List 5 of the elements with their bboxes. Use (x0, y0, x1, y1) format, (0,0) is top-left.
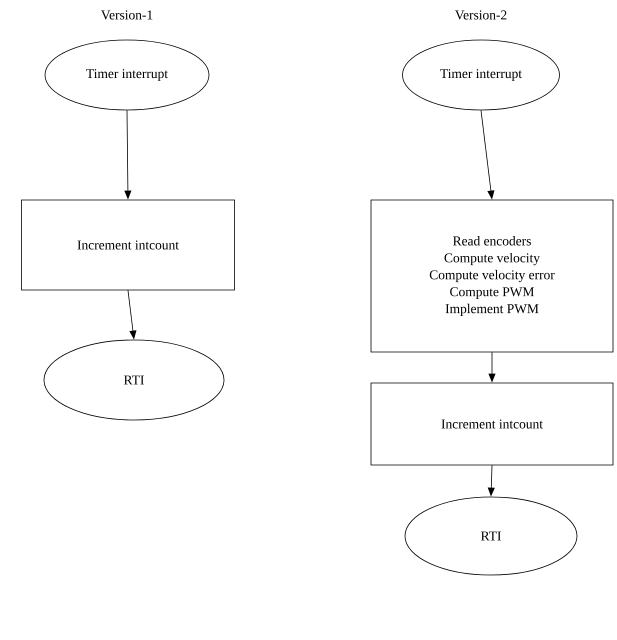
process-box: Increment intcount (21, 200, 235, 290)
process-box: Increment intcount (370, 382, 614, 466)
column-heading: Version-2 (455, 10, 506, 20)
column-heading: Version-1 (101, 10, 152, 20)
process-box: Read encoders Compute velocity Compute velocity error Compute PWM Implement PWM (370, 200, 614, 352)
